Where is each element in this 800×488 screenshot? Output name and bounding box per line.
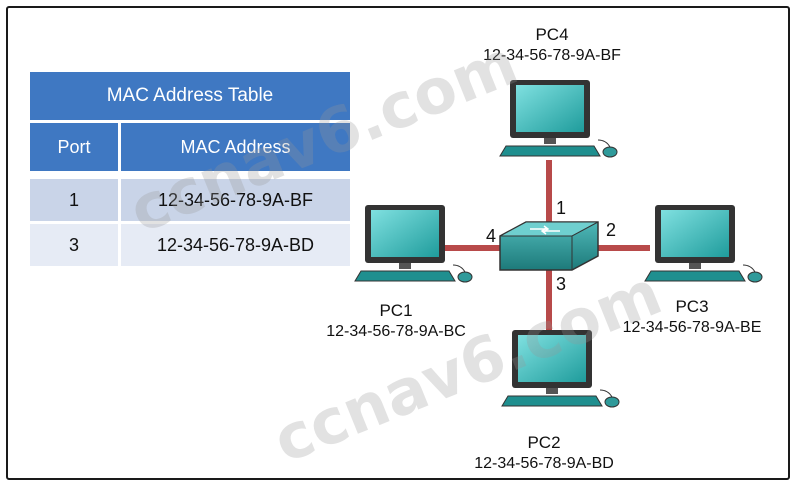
table-title-row: MAC Address Table — [30, 72, 350, 123]
port-label-1: 1 — [556, 198, 567, 218]
pc3-label: PC3 12-34-56-78-9A-BE — [604, 296, 780, 338]
table-header-row: Port MAC Address — [30, 121, 350, 179]
table-cell-mac: 12-34-56-78-9A-BF — [119, 175, 350, 224]
pc1-name: PC1 — [379, 301, 413, 320]
table-row: 3 12-34-56-78-9A-BD — [30, 222, 350, 266]
port-label-4: 4 — [486, 226, 497, 246]
column-header-port: Port — [30, 121, 121, 179]
pc4-label: PC4 12-34-56-78-9A-BF — [468, 24, 636, 66]
pc4-mac: 12-34-56-78-9A-BF — [483, 47, 621, 64]
table-row: 1 12-34-56-78-9A-BF — [30, 175, 350, 224]
port-label-3: 3 — [556, 274, 567, 294]
column-header-mac: MAC Address — [119, 121, 350, 179]
pc3-name: PC3 — [675, 297, 709, 316]
pc4-name: PC4 — [535, 25, 569, 44]
pc3-mac: 12-34-56-78-9A-BE — [622, 319, 762, 336]
pc-icon — [644, 204, 763, 283]
table-cell-mac: 12-34-56-78-9A-BD — [119, 222, 350, 266]
pc-icon — [499, 79, 618, 158]
pc2-name: PC2 — [527, 433, 561, 452]
pc2-mac: 12-34-56-78-9A-BD — [474, 455, 614, 472]
pc-icon — [354, 204, 473, 283]
table-cell-port: 1 — [30, 175, 121, 224]
pc-icon — [501, 329, 620, 408]
pc1-label: PC1 12-34-56-78-9A-BC — [312, 300, 480, 342]
table-cell-port: 3 — [30, 222, 121, 266]
switch-icon — [499, 221, 599, 271]
mac-address-table: MAC Address Table Port MAC Address 1 12-… — [30, 72, 350, 266]
port-label-2: 2 — [606, 220, 617, 240]
pc2-label: PC2 12-34-56-78-9A-BD — [456, 432, 632, 474]
pc1-mac: 12-34-56-78-9A-BC — [326, 323, 466, 340]
table-title: MAC Address Table — [30, 72, 350, 123]
